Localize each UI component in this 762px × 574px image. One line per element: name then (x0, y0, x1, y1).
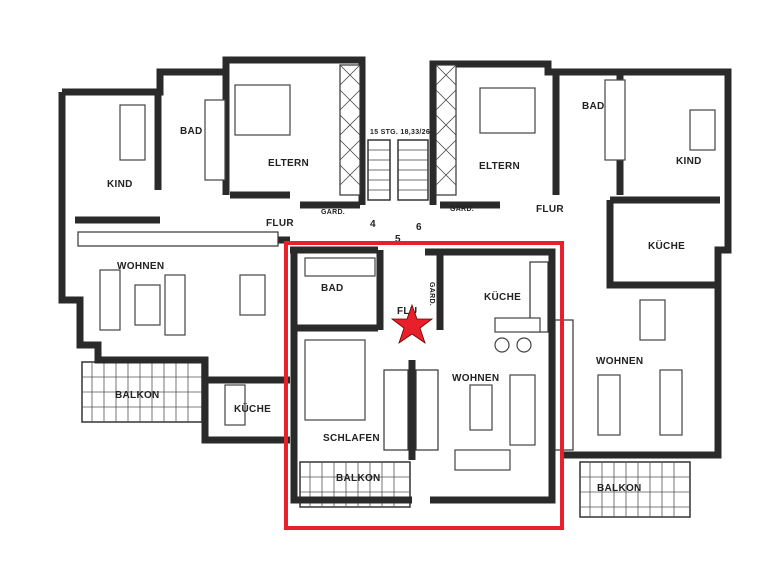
label-gard-highlight: GARD. (428, 282, 435, 306)
label-flur-left: FLUR (266, 218, 294, 229)
label-balkon-highlight: BALKON (336, 473, 381, 484)
label-wohnen-left: WOHNEN (117, 261, 164, 272)
highlight-frame (284, 241, 564, 530)
room-labels: KIND BAD ELTERN 15 STG. 18,33/26 ELTERN … (107, 101, 702, 494)
label-flur-right: FLUR (536, 204, 564, 215)
star-icon (390, 303, 434, 345)
label-unit-5: 5 (395, 234, 401, 245)
staircase (367, 139, 429, 201)
label-unit-6: 6 (416, 222, 422, 233)
label-eltern-right: ELTERN (479, 161, 520, 172)
label-kueche-right: KÜCHE (648, 239, 685, 252)
label-gard-left: GARD. (321, 209, 345, 216)
label-bad-highlight: BAD (321, 283, 344, 294)
label-bad-top-left: BAD (180, 126, 203, 137)
label-balkon-right: BALKON (597, 483, 642, 494)
label-wohnen-highlight: WOHNEN (452, 373, 499, 384)
label-kueche-left: KÜCHE (234, 402, 271, 415)
label-gard-right: GARD. (450, 206, 474, 213)
windows (77, 64, 574, 451)
furniture (99, 79, 716, 471)
label-balkon-left: BALKON (115, 390, 160, 401)
label-eltern-left: ELTERN (268, 158, 309, 169)
label-flur-highlight: FLU (397, 306, 417, 317)
label-kind-right: KIND (676, 156, 702, 167)
label-kind-left: KIND (107, 179, 133, 190)
label-stair-note: 15 STG. 18,33/26 (370, 129, 430, 136)
label-bad-top-right: BAD (582, 101, 605, 112)
label-kueche-highlight: KÜCHE (484, 290, 521, 303)
label-schlafen-highlight: SCHLAFEN (323, 433, 380, 444)
label-unit-4: 4 (370, 219, 376, 230)
label-wohnen-right: WOHNEN (596, 356, 643, 367)
balconies (81, 361, 691, 518)
